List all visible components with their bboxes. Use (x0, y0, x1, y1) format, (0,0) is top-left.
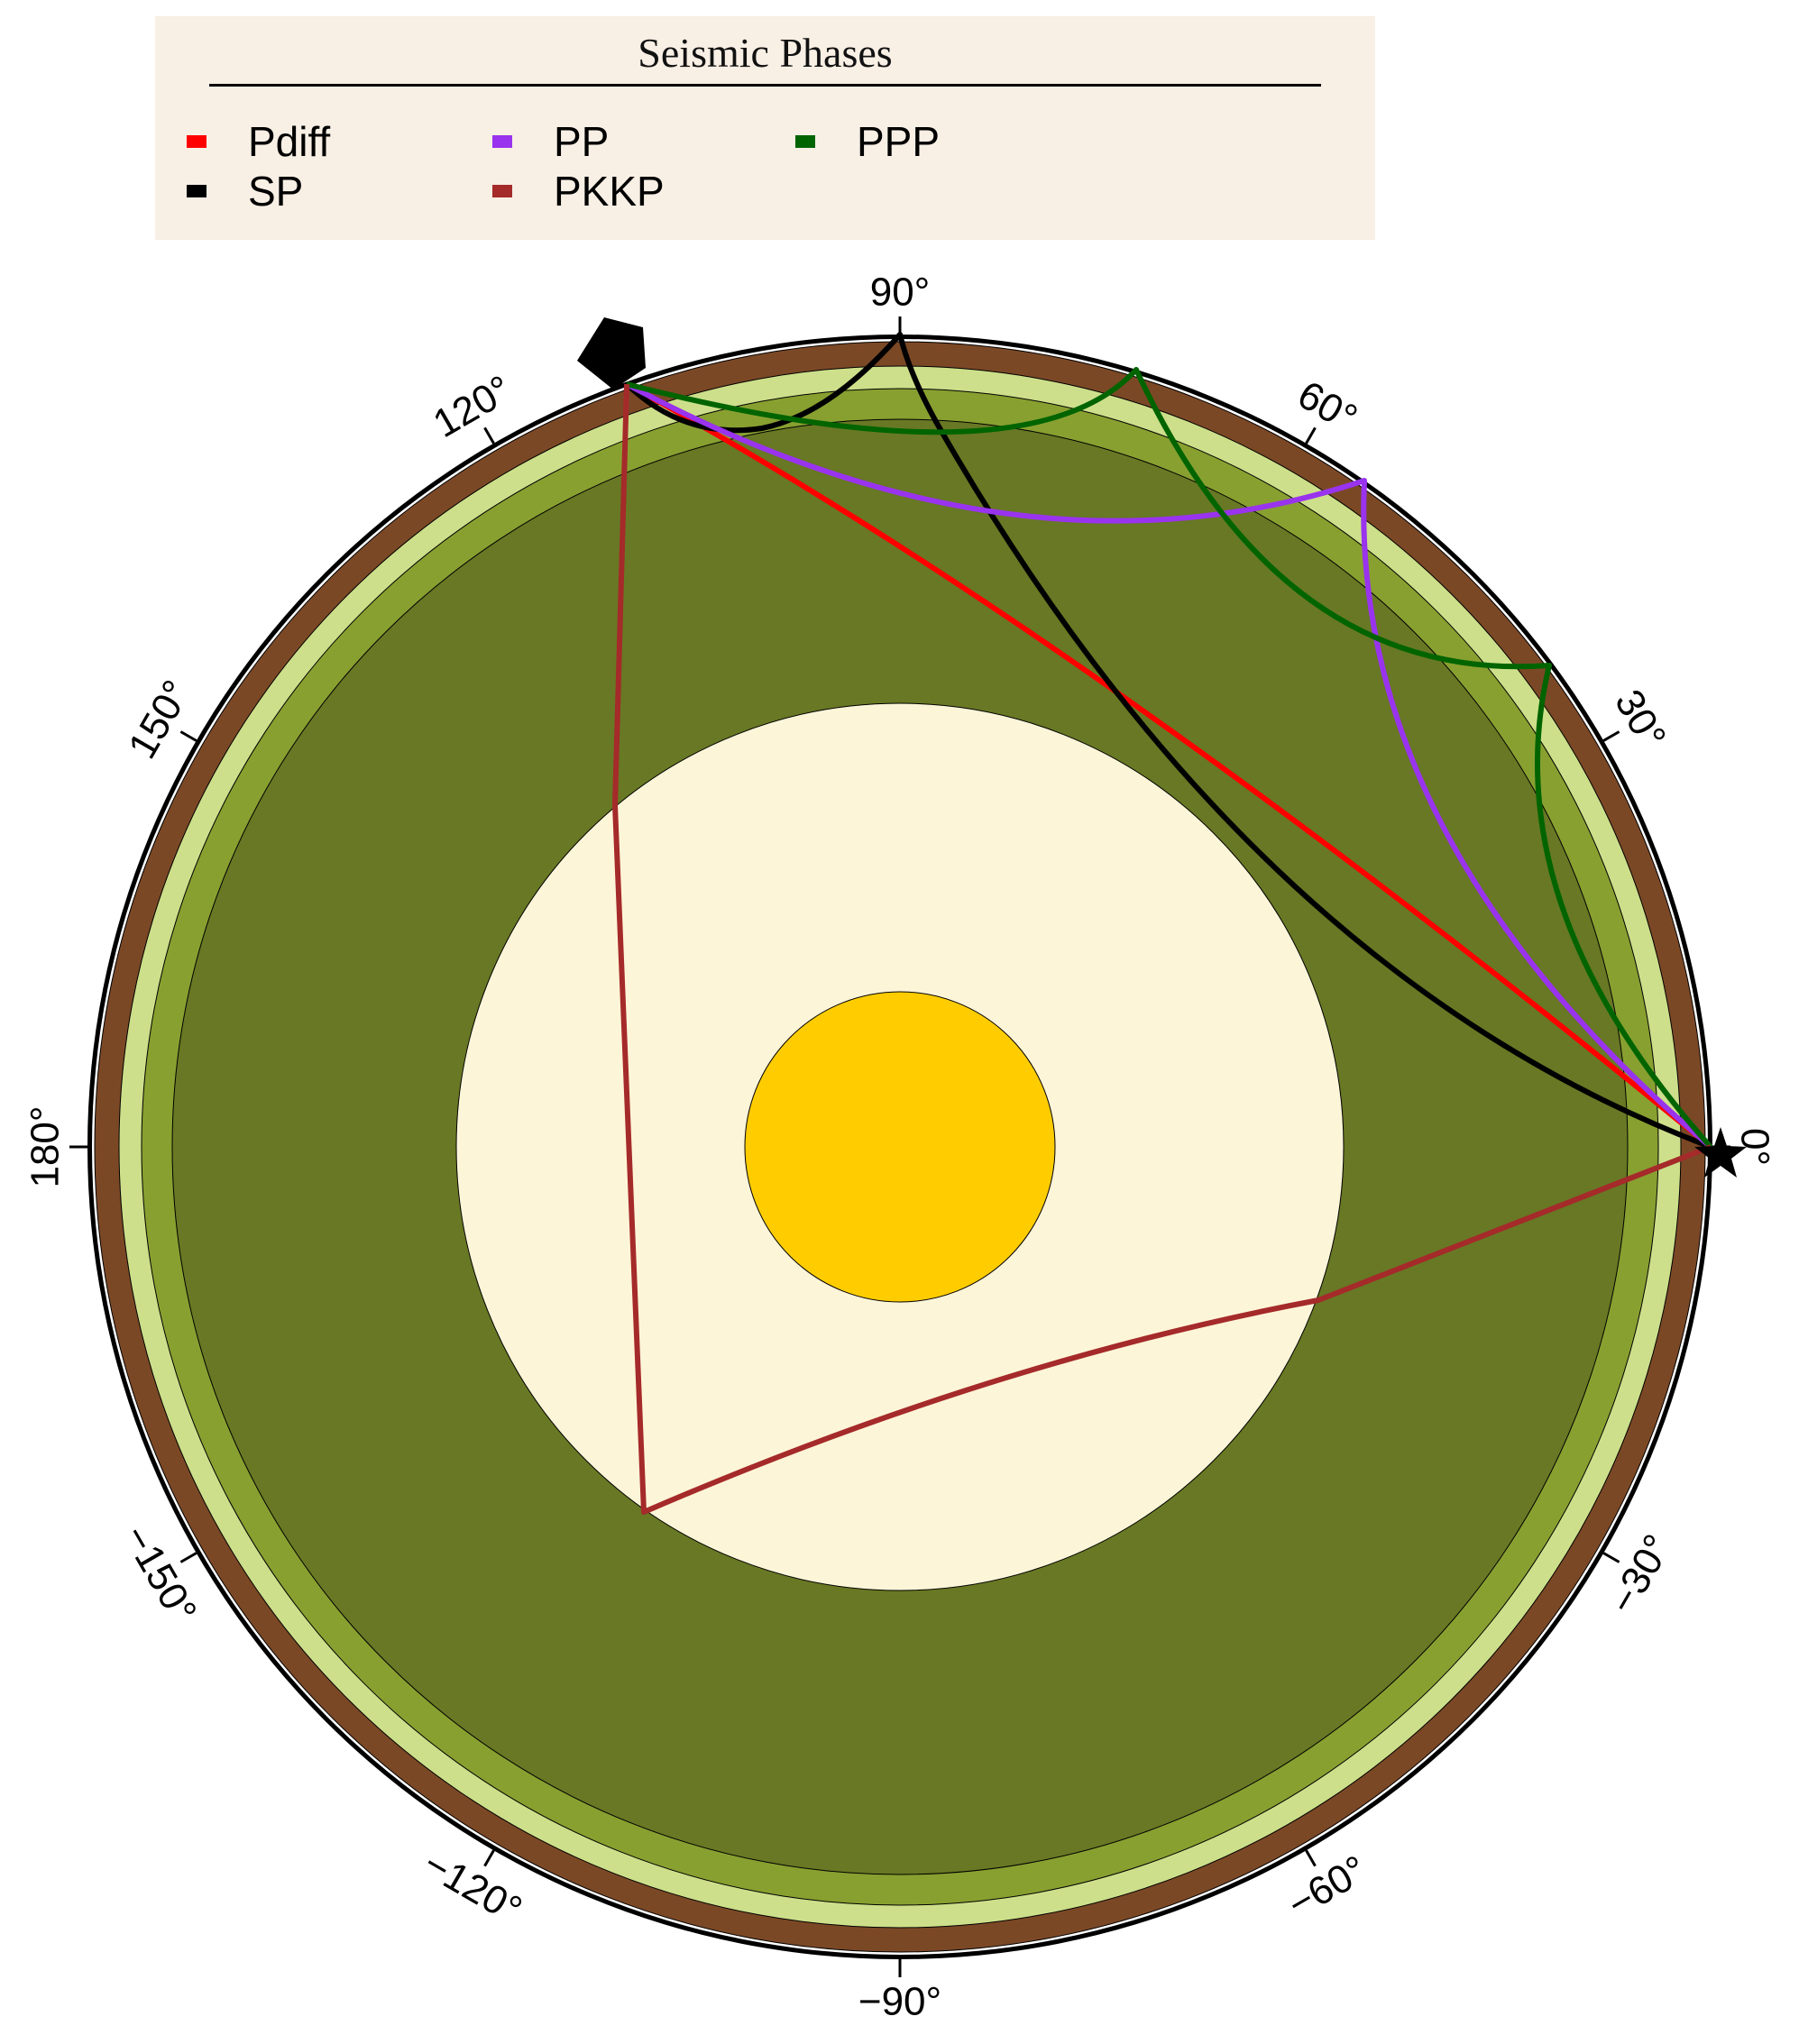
legend-divider (209, 84, 1321, 87)
legend-swatch-pkkp (492, 185, 512, 197)
inner-core-layer (744, 991, 1056, 1303)
legend-swatch-ppp (795, 135, 815, 148)
ray-path-pdiff (625, 381, 1712, 1150)
angle-tick (483, 1849, 495, 1867)
angle-label: 60° (1290, 372, 1364, 441)
angle-label: −90° (858, 1980, 941, 2024)
star-icon (1694, 1127, 1747, 1178)
angle-label: −60° (1280, 1847, 1374, 1928)
angle-tick (1602, 1552, 1620, 1563)
legend-label-sp: SP (248, 168, 304, 215)
angle-label: 150° (120, 673, 199, 765)
angle-label: 180° (23, 1105, 68, 1187)
legend-box: Seismic Phases Pdiff SP PP PKKP PPP (155, 16, 1375, 240)
ray-path-pkkp (612, 383, 1712, 1515)
legend-title: Seismic Phases (638, 30, 893, 76)
angle-tick (1305, 1849, 1317, 1867)
legend-label-pkkp: PKKP (554, 168, 665, 215)
angle-tick (1602, 730, 1620, 742)
legend-item-ppp: PPP (795, 116, 940, 167)
legend-item-sp: SP (187, 166, 303, 216)
earth-layers (87, 335, 1712, 1959)
legend-item-pkkp: PKKP (492, 166, 665, 216)
ray-path-ppp (626, 367, 1713, 1149)
ray-path-sp (624, 332, 1712, 1150)
legend-swatch-pp (492, 135, 512, 148)
legend-item-pdiff: Pdiff (187, 116, 330, 167)
angle-tick (179, 1552, 197, 1563)
legend-label-pdiff: Pdiff (248, 118, 331, 165)
legend-label-pp: PP (554, 118, 610, 165)
angle-tick (483, 426, 495, 445)
ray-path-pp (625, 381, 1712, 1150)
pentagon-icon (577, 317, 646, 390)
angle-label: 90° (870, 270, 931, 315)
angle-label: 120° (426, 367, 519, 446)
legend-swatch-sp (187, 185, 207, 197)
angle-ticks (69, 316, 1730, 1977)
legend-item-pp: PP (492, 116, 609, 167)
angle-label: −30° (1601, 1527, 1681, 1621)
angle-label: 30° (1606, 683, 1675, 756)
ray-paths (612, 332, 1713, 1515)
angle-tick (1305, 426, 1317, 445)
angle-tick (179, 730, 197, 742)
legend-swatch-pdiff (187, 135, 207, 148)
event-markers (577, 317, 1747, 1178)
legend-label-ppp: PPP (857, 118, 941, 165)
